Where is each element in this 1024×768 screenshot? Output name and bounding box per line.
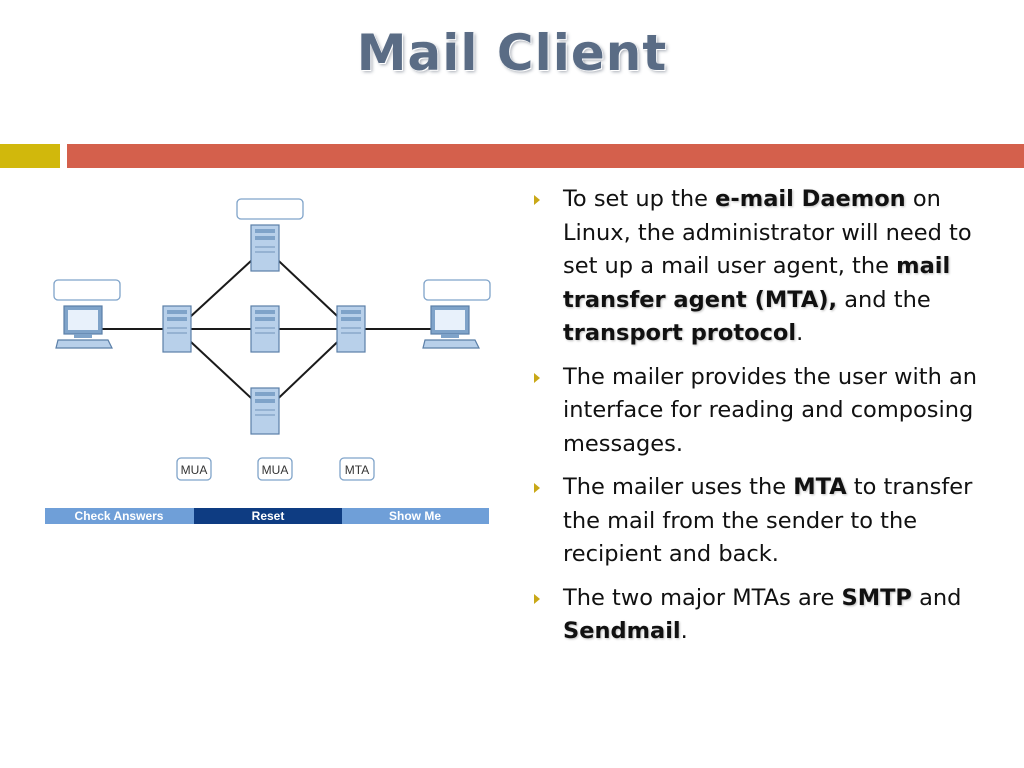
answer-box-right[interactable] [423, 279, 491, 301]
label-text: MUA [262, 463, 289, 477]
check-answers-button[interactable]: Check Answers [45, 508, 194, 524]
draggable-label-mta[interactable]: MTA [339, 457, 375, 481]
bullet-item: The mailer uses the MTA to transfer the … [532, 471, 982, 572]
bullet-arrow-icon [534, 593, 540, 604]
server-icon [250, 387, 280, 435]
draggable-label-mua-1[interactable]: MUA [176, 457, 212, 481]
bullet-item: To set up the e-mail Daemon on Linux, th… [532, 183, 982, 351]
bullet-arrow-icon [534, 195, 540, 205]
bullet-item: The two major MTAs are SMTP and Sendmail… [532, 582, 982, 649]
show-me-button[interactable]: Show Me [342, 508, 489, 524]
computer-icon [422, 305, 480, 349]
reset-button[interactable]: Reset [194, 508, 342, 524]
bullet-list: To set up the e-mail Daemon on Linux, th… [532, 183, 982, 659]
bullet-text: The mailer provides the user with an int… [563, 363, 978, 457]
slide-title: Mail Client [356, 24, 668, 82]
accent-bar-right [67, 144, 1024, 168]
button-label: Reset [252, 509, 285, 523]
bullet-item: The mailer provides the user with an int… [532, 361, 982, 462]
draggable-label-mua-2[interactable]: MUA [257, 457, 293, 481]
server-icon [336, 305, 366, 353]
computer-icon [55, 305, 113, 349]
label-text: MTA [345, 463, 369, 477]
button-label: Show Me [389, 509, 441, 523]
answer-box-left[interactable] [53, 279, 121, 301]
label-text: MUA [181, 463, 208, 477]
server-icon [250, 224, 280, 272]
server-icon [250, 305, 280, 353]
bullet-text: The two major MTAs are SMTP and Sendmail… [563, 584, 962, 645]
accent-bar-left [0, 144, 60, 168]
bullet-arrow-icon [534, 372, 540, 383]
bullet-text: To set up the e-mail Daemon on Linux, th… [563, 186, 972, 346]
bullet-text: The mailer uses the MTA to transfer the … [563, 474, 973, 567]
server-icon [162, 305, 192, 353]
network-diagram: MUA MUA MTA Check Answers Reset Show Me [45, 198, 491, 524]
bullet-arrow-icon [534, 483, 540, 493]
button-label: Check Answers [75, 509, 164, 523]
answer-box-top[interactable] [236, 198, 304, 220]
